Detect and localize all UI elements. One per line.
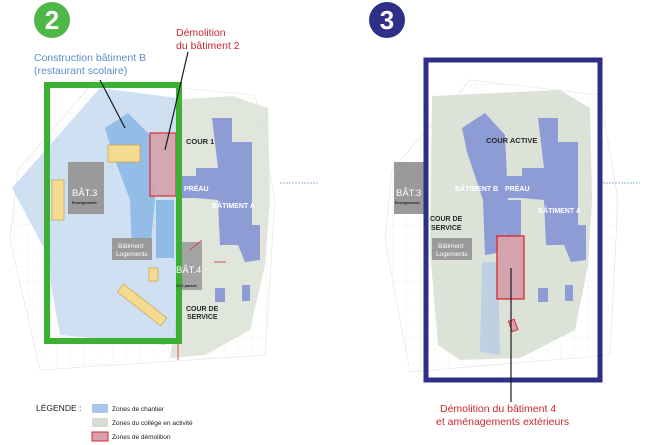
phase2-site-hut-2 [51,179,65,221]
phase2-small-building [215,288,225,302]
phase3-plan: COUR ACTIVE BÂTIMENT B PRÉAU BÂTIMENT A … [369,2,640,428]
phase2-demolition-callout-line-1: Démolition [176,27,226,39]
phase2-cour-service-label-2: SERVICE [187,314,218,321]
phase3-preau-footprint [496,176,546,198]
phase2-cour1-label: COUR 1 [186,137,214,146]
phase3-bat3-building [394,162,424,214]
phase2-bat4-label: BÂT.4 [176,265,201,276]
phase2-bat3-label: BÂT.3 [72,188,97,199]
phase3-batiment-b-footprint [462,113,508,255]
phase2-construction-callout-line-2: (restaurant scolaire) [34,65,127,77]
phase3-batiment-a-label: BÂTIMENT A [538,206,581,215]
phase2-badge-number: 2 [45,5,59,35]
phase3-cour-service-label-2: SERVICE [431,225,462,232]
phase3-demolition-callout-line-2: et aménagements extérieurs [436,416,569,428]
phase2-logements-label-1: Bâtiment [118,243,143,250]
phase2-cour-service-label-1: COUR DE [186,306,219,313]
phase2-small-building-2 [242,285,250,301]
phase3-bat3-sub-label: Enseignement [395,201,420,205]
legend-label-demolition: Zones de démolition [112,434,171,441]
phase2-preau-label: PRÉAU [184,184,209,193]
phase3-batiment-b-label: BÂTIMENT B [455,184,498,193]
phase2-badge-circle [34,2,70,38]
legend-swatch-chantier [92,404,108,413]
phase2-construction-frame [44,82,182,344]
phase3-small-building-2 [565,285,573,301]
phase2-logements-building [112,238,152,260]
phase3-badge-circle [369,2,405,38]
legend: LÉGENDE : Zones de chantier Zones du col… [36,403,193,442]
phase2-site-hut-4 [116,283,168,327]
legend-swatch-demolition [91,431,109,442]
phase2-demolition-callout-line-2: du bâtiment 2 [176,40,240,52]
phase3-badge-number: 3 [380,5,394,35]
legend-title: LÉGENDE : [36,403,81,413]
phase2-construction-callout-pointer [99,79,126,129]
legend-swatch-college [92,418,108,427]
phase3-logements-label-1: Bâtiment [438,243,463,250]
legend-label-college: Zones du collège en activité [112,420,193,427]
phase3-batiment-b-wing [505,200,521,236]
phase3-chantier-zone [480,262,500,355]
phase3-logements-building [432,238,472,260]
phase2-logements-label-2: Logements [116,251,148,258]
phase2-batiment-b-wing [156,200,174,258]
phase3-demolition-callout-line-1: Démolition du bâtiment 4 [440,403,556,415]
phase2-demolition-callout-pointer [164,51,189,151]
phase2-bat4-sub-label: CLG passés [176,284,197,288]
phase3-preau-label: PRÉAU [505,184,530,193]
phase2-batiment-a-footprint [196,118,260,262]
phase2-bat3-sub-label: Enseignement [72,201,97,205]
phase3-small-building [538,288,548,302]
phase2-demolition-zone [149,132,177,197]
phase2-construction-callout-line-1: Construction bâtiment B [34,52,146,64]
phase3-site-frame [423,57,603,383]
phase2-site-hut-3 [148,267,159,282]
phase2-preau-footprint [176,176,216,198]
phase3-logements-label-2: Logements [436,251,468,258]
phase2-plan: COUR 1 PRÉAU BÂTIMENT A BÂT.3 Enseigneme… [9,2,318,371]
phase3-cour-service-label-1: COUR DE [430,216,463,223]
phase3-bat3-label: BÂT.3 [396,188,421,199]
phase3-cour-active-label: COUR ACTIVE [486,136,537,145]
phase3-batiment-a-footprint [522,118,586,262]
phase2-bat3-building [68,162,104,214]
phase2-site-hut-1 [107,144,141,163]
phase2-batiment-a-label: BÂTIMENT A [212,201,255,210]
phase2-access-arrow-2 [189,239,203,251]
legend-label-chantier: Zones de chantier [112,406,165,413]
